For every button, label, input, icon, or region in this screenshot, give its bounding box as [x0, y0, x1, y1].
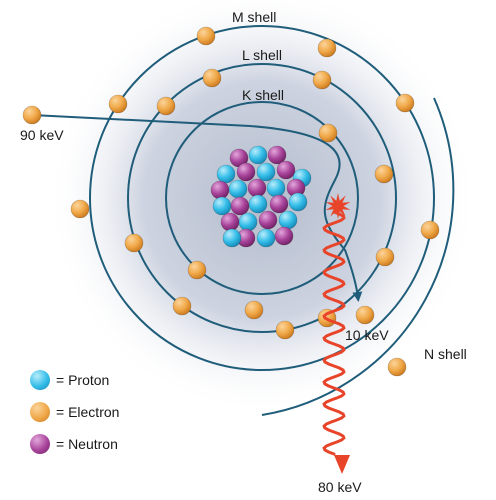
l-shell-label: L shell	[242, 47, 282, 63]
photon-arrowhead	[334, 455, 350, 474]
proton	[212, 196, 232, 216]
legend-neutron-label: = Neutron	[56, 436, 118, 452]
electron	[387, 357, 407, 377]
m-shell-orbit	[89, 25, 435, 371]
electron	[22, 105, 42, 125]
neutron	[220, 212, 240, 232]
scattered-energy-label: 10 keV	[345, 327, 389, 343]
proton	[248, 194, 268, 214]
electron	[196, 26, 216, 46]
legend-proton: = Proton	[30, 368, 210, 400]
photon-wave	[322, 210, 346, 456]
electron	[108, 94, 128, 114]
proton	[248, 145, 268, 165]
electron	[275, 320, 295, 340]
proton	[278, 210, 298, 230]
electron	[420, 220, 440, 240]
electron-icon	[30, 402, 50, 422]
proton-icon	[30, 370, 50, 390]
nucleus	[210, 145, 312, 248]
electron	[317, 38, 337, 58]
legend-electron-label: = Electron	[56, 404, 120, 420]
electron	[156, 96, 176, 116]
electron	[355, 305, 375, 325]
k-shell-label: K shell	[242, 87, 284, 103]
electron	[187, 260, 207, 280]
neutron	[274, 226, 294, 246]
legend-electron: = Electron	[30, 400, 210, 432]
incoming-electron-path	[31, 114, 363, 302]
m-shell-label: M shell	[232, 9, 276, 25]
proton	[266, 178, 286, 198]
l-shell-orbit	[127, 63, 397, 333]
electron	[70, 199, 90, 219]
neutron	[276, 160, 296, 180]
electron	[318, 123, 338, 143]
electrons	[22, 26, 440, 377]
n-shell-orbit	[261, 97, 455, 416]
electron	[374, 164, 394, 184]
shells	[89, 25, 455, 416]
neutron	[258, 210, 278, 230]
n-shell-label: N shell	[424, 346, 467, 362]
neutron	[269, 194, 289, 214]
neutron	[210, 180, 230, 200]
electron	[375, 247, 395, 267]
photon-energy-label: 80 keV	[318, 479, 362, 495]
starburst-icon	[325, 193, 351, 219]
electron	[124, 233, 144, 253]
electron	[312, 70, 332, 90]
electron	[244, 300, 264, 320]
proton	[228, 179, 248, 199]
proton	[238, 212, 258, 232]
proton	[288, 192, 308, 212]
electron	[172, 296, 192, 316]
proton	[256, 162, 276, 182]
legend-neutron: = Neutron	[30, 432, 210, 464]
neutron	[267, 145, 287, 165]
proton	[216, 164, 236, 184]
k-shell-orbit	[165, 101, 359, 295]
proton	[222, 228, 242, 248]
legend-proton-label: = Proton	[56, 372, 110, 388]
neutron	[247, 178, 267, 198]
electron	[395, 93, 415, 113]
proton	[256, 228, 276, 248]
neutron	[230, 196, 250, 216]
neutron	[236, 162, 256, 182]
legend: = Proton = Electron = Neutron	[30, 368, 210, 464]
electron	[202, 68, 222, 88]
neutron-icon	[30, 434, 50, 454]
incident-energy-label: 90 keV	[20, 127, 64, 143]
